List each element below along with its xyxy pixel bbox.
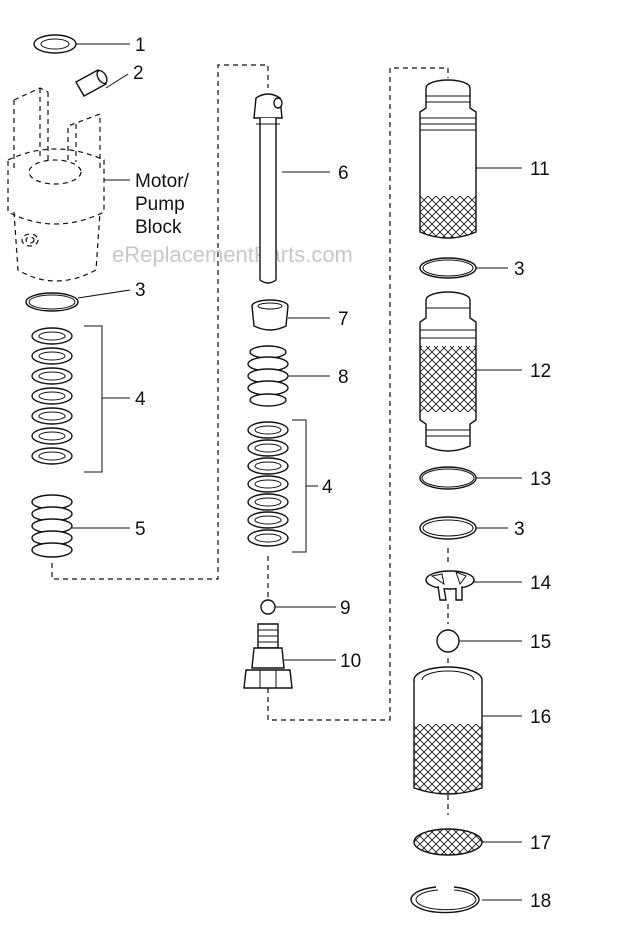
part-9-ball [260, 599, 336, 615]
label-11: 11 [530, 159, 550, 180]
label-9: 9 [340, 598, 351, 619]
part-3-o-ring-right-lower [419, 516, 508, 540]
part-1-seal-ring [33, 34, 130, 54]
part-14-valve-guide [425, 570, 522, 601]
part-16-foot-valve-housing [413, 666, 522, 795]
part-2-pin [75, 69, 129, 97]
label-4-left: 4 [135, 389, 146, 410]
part-4-packing-stack-middle [247, 419, 318, 553]
part-15-ball [436, 629, 522, 653]
label-14: 14 [530, 573, 552, 594]
part-3-o-ring-left [25, 289, 131, 312]
label-motor-line2: Pump [135, 194, 185, 215]
label-5: 5 [135, 519, 146, 540]
part-12-middle-cylinder [419, 291, 522, 452]
part-8-spring [247, 345, 330, 407]
label-motor-line3: Block [135, 217, 182, 238]
label-13: 13 [530, 469, 551, 490]
part-5-spring [31, 494, 130, 558]
part-6-piston-rod [253, 93, 330, 284]
label-7: 7 [338, 309, 349, 330]
label-18: 18 [530, 891, 551, 912]
label-4-middle: 4 [322, 477, 333, 498]
dashed-assembly-lines [51, 64, 449, 815]
label-motor-line1: Motor/ [135, 171, 190, 192]
label-motor-pump-block: Motor/ Pump Block [135, 171, 194, 238]
label-3-right-lower: 3 [514, 519, 525, 540]
part-13-o-ring [419, 466, 522, 490]
label-1: 1 [135, 35, 146, 56]
label-2: 2 [133, 63, 144, 84]
label-3-left: 3 [135, 280, 146, 301]
label-12: 12 [530, 361, 551, 382]
motor-pump-block [7, 87, 130, 282]
part-10-valve-fitting [243, 623, 336, 689]
part-3-o-ring-right-upper [419, 257, 508, 279]
label-15: 15 [530, 632, 551, 653]
label-10: 10 [340, 651, 361, 672]
part-7-sleeve [251, 299, 330, 331]
watermark: eReplacementParts.com [112, 242, 353, 267]
label-17: 17 [530, 833, 551, 854]
part-11-upper-cylinder [419, 79, 522, 239]
label-8: 8 [338, 367, 349, 388]
part-18-retaining-ring [410, 886, 522, 914]
label-6: 6 [338, 163, 349, 184]
label-16: 16 [530, 707, 551, 728]
part-labels: 1 2 Motor/ Pump Block 3 4 5 6 7 8 4 9 10… [133, 35, 552, 912]
part-17-filter-screen [413, 828, 522, 856]
part-4-packing-stack-left [31, 325, 130, 473]
label-3-right-upper: 3 [514, 259, 525, 280]
